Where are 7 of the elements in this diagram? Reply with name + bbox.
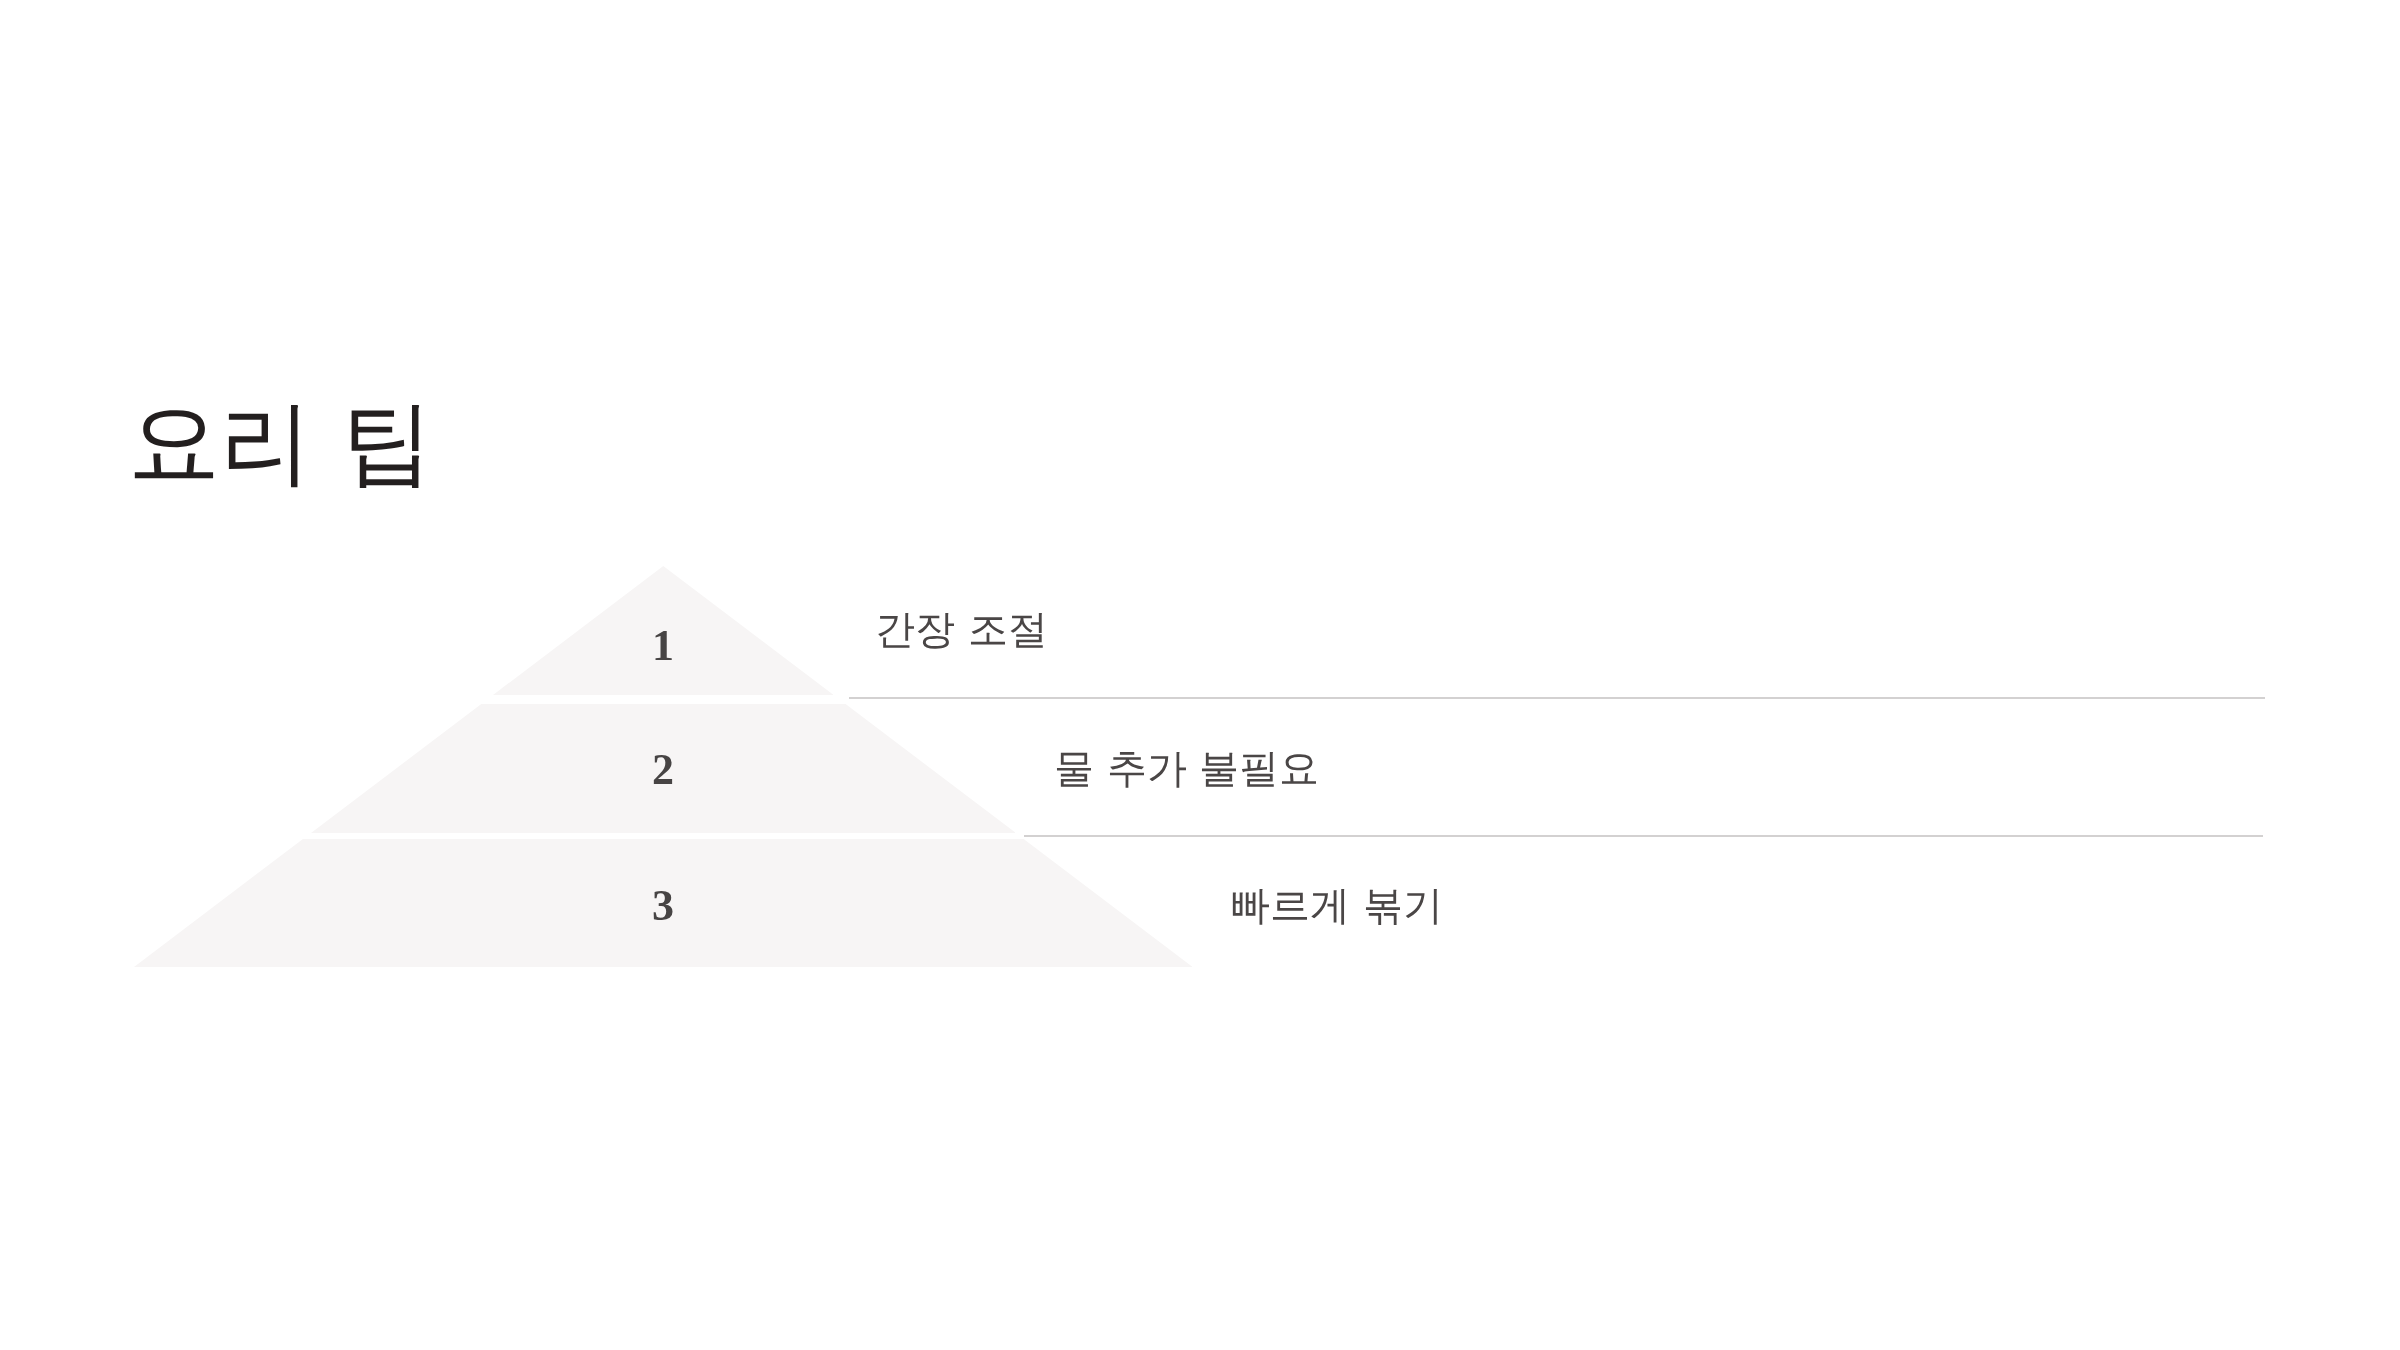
step-number: 2 bbox=[652, 745, 674, 795]
step-number: 3 bbox=[652, 881, 674, 931]
page-title: 요리 팁 bbox=[128, 388, 434, 498]
tip-text: 간장 조절 bbox=[875, 605, 1048, 654]
step-number: 1 bbox=[652, 621, 674, 671]
tip-text: 물 추가 불필요 bbox=[1054, 744, 1320, 793]
tip-text: 빠르게 볶기 bbox=[1230, 881, 1443, 930]
